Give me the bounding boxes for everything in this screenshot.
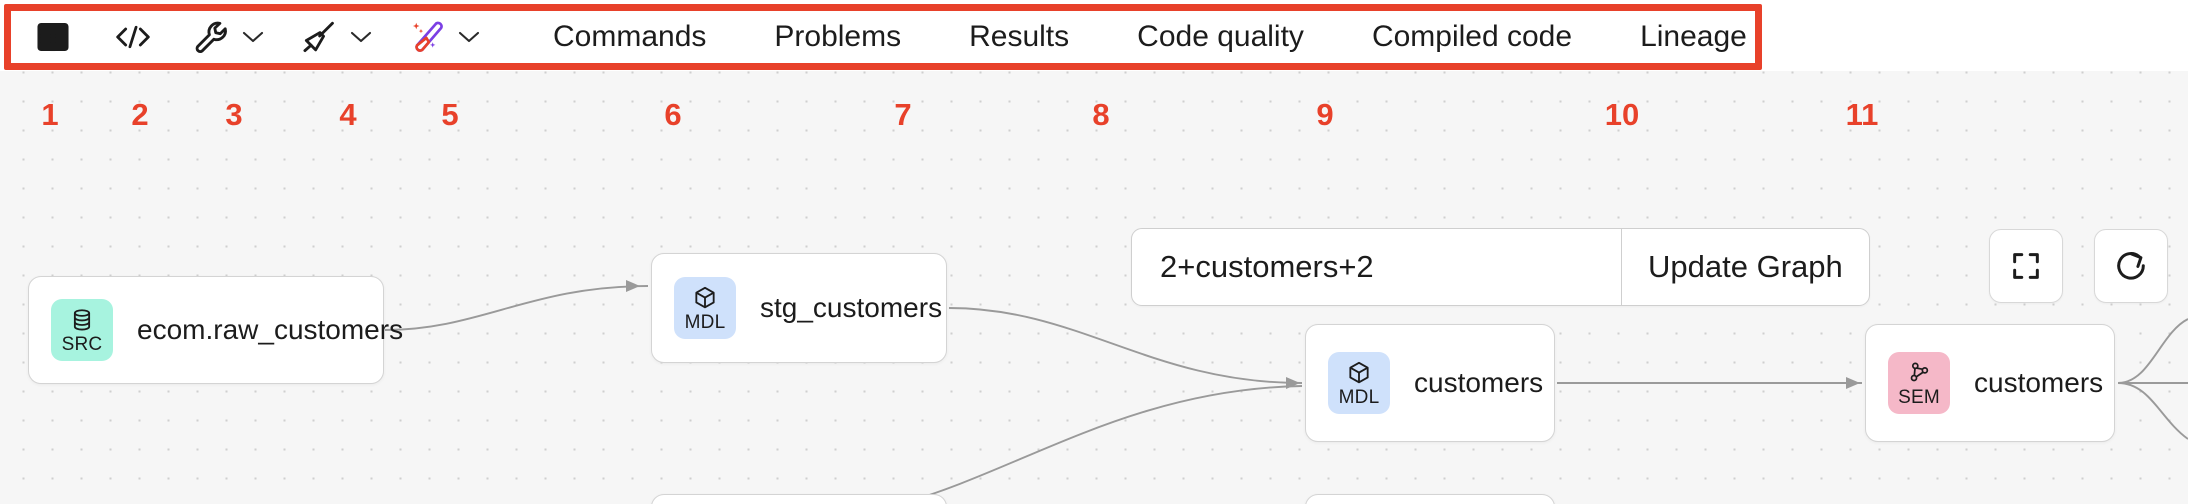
node-label: stg_customers bbox=[760, 292, 943, 323]
lineage-node-partial-bottom-right[interactable] bbox=[1305, 494, 1555, 504]
graph-selector-control: Update Graph bbox=[1131, 228, 1870, 306]
magic-wand-icon[interactable] bbox=[405, 14, 449, 60]
lineage-node-customers-model[interactable]: MDL customers bbox=[1305, 324, 1555, 442]
broom-icon[interactable] bbox=[297, 14, 341, 60]
lineage-node-customers-semantic[interactable]: SEM customers bbox=[1865, 324, 2115, 442]
annotation-number-7: 7 bbox=[894, 97, 912, 132]
lineage-edges bbox=[384, 285, 2188, 504]
toolbar-content: Commands Problems Results Code quality C… bbox=[11, 11, 1755, 63]
tab-code-quality[interactable]: Code quality bbox=[1137, 20, 1304, 53]
node-label: customers bbox=[1414, 367, 1544, 398]
refresh-button[interactable] bbox=[2094, 229, 2168, 303]
node-label: ecom.raw_customers bbox=[137, 314, 404, 345]
node-badge-label: SRC bbox=[61, 333, 103, 355]
node-badge-mdl: MDL bbox=[674, 277, 736, 339]
broom-chevron-down-icon[interactable] bbox=[341, 14, 381, 60]
lineage-node-stg-customers[interactable]: MDL stg_customers bbox=[651, 253, 947, 363]
wrench-chevron-down-icon[interactable] bbox=[233, 14, 273, 60]
node-badge-sem: SEM bbox=[1888, 352, 1950, 414]
node-badge-label: MDL bbox=[1338, 386, 1380, 408]
lineage-canvas[interactable]: Update Graph bbox=[0, 71, 2188, 504]
node-badge-src: SRC bbox=[51, 299, 113, 361]
annotation-number-2: 2 bbox=[131, 97, 149, 132]
lineage-edge-arrows bbox=[626, 280, 1860, 389]
toolbar-icon-group bbox=[11, 11, 489, 63]
fullscreen-button[interactable] bbox=[1989, 229, 2063, 303]
annotation-number-1: 1 bbox=[41, 97, 59, 132]
lineage-node-partial-bottom-left[interactable] bbox=[651, 494, 947, 504]
node-badge-label: MDL bbox=[684, 311, 726, 333]
update-graph-button[interactable]: Update Graph bbox=[1621, 229, 1869, 305]
annotation-number-3: 3 bbox=[225, 97, 243, 132]
tab-problems[interactable]: Problems bbox=[774, 20, 902, 53]
annotation-number-10: 10 bbox=[1604, 97, 1640, 132]
node-badge-label: SEM bbox=[1898, 386, 1940, 408]
node-label: customers bbox=[1974, 367, 2104, 398]
graph-selector-input[interactable] bbox=[1132, 229, 1621, 305]
tab-commands[interactable]: Commands bbox=[553, 20, 707, 53]
database-icon bbox=[73, 308, 91, 330]
tab-compiled-code[interactable]: Compiled code bbox=[1371, 20, 1573, 53]
table-icon[interactable] bbox=[31, 14, 75, 60]
annotation-number-9: 9 bbox=[1316, 97, 1334, 132]
editor-toolbar: Commands Problems Results Code quality C… bbox=[0, 0, 2188, 70]
annotation-number-6: 6 bbox=[664, 97, 682, 132]
wrench-icon[interactable] bbox=[189, 14, 233, 60]
annotation-number-5: 5 bbox=[441, 97, 459, 132]
node-graph-icon bbox=[1910, 361, 1929, 381]
annotation-number-4: 4 bbox=[339, 97, 357, 132]
tab-results[interactable]: Results bbox=[969, 20, 1070, 53]
tab-lineage[interactable]: Lineage bbox=[1640, 20, 1747, 53]
annotation-number-8: 8 bbox=[1092, 97, 1110, 132]
annotation-number-11: 11 bbox=[1845, 97, 1879, 132]
code-icon[interactable] bbox=[111, 14, 155, 60]
cube-icon bbox=[695, 286, 715, 308]
node-badge-mdl: MDL bbox=[1328, 352, 1390, 414]
toolbar-tabs: Commands Problems Results Code quality C… bbox=[519, 11, 1781, 63]
lineage-node-raw-customers[interactable]: SRC ecom.raw_customers bbox=[28, 276, 403, 384]
magic-wand-chevron-down-icon[interactable] bbox=[449, 14, 489, 60]
cube-icon bbox=[1349, 361, 1369, 383]
